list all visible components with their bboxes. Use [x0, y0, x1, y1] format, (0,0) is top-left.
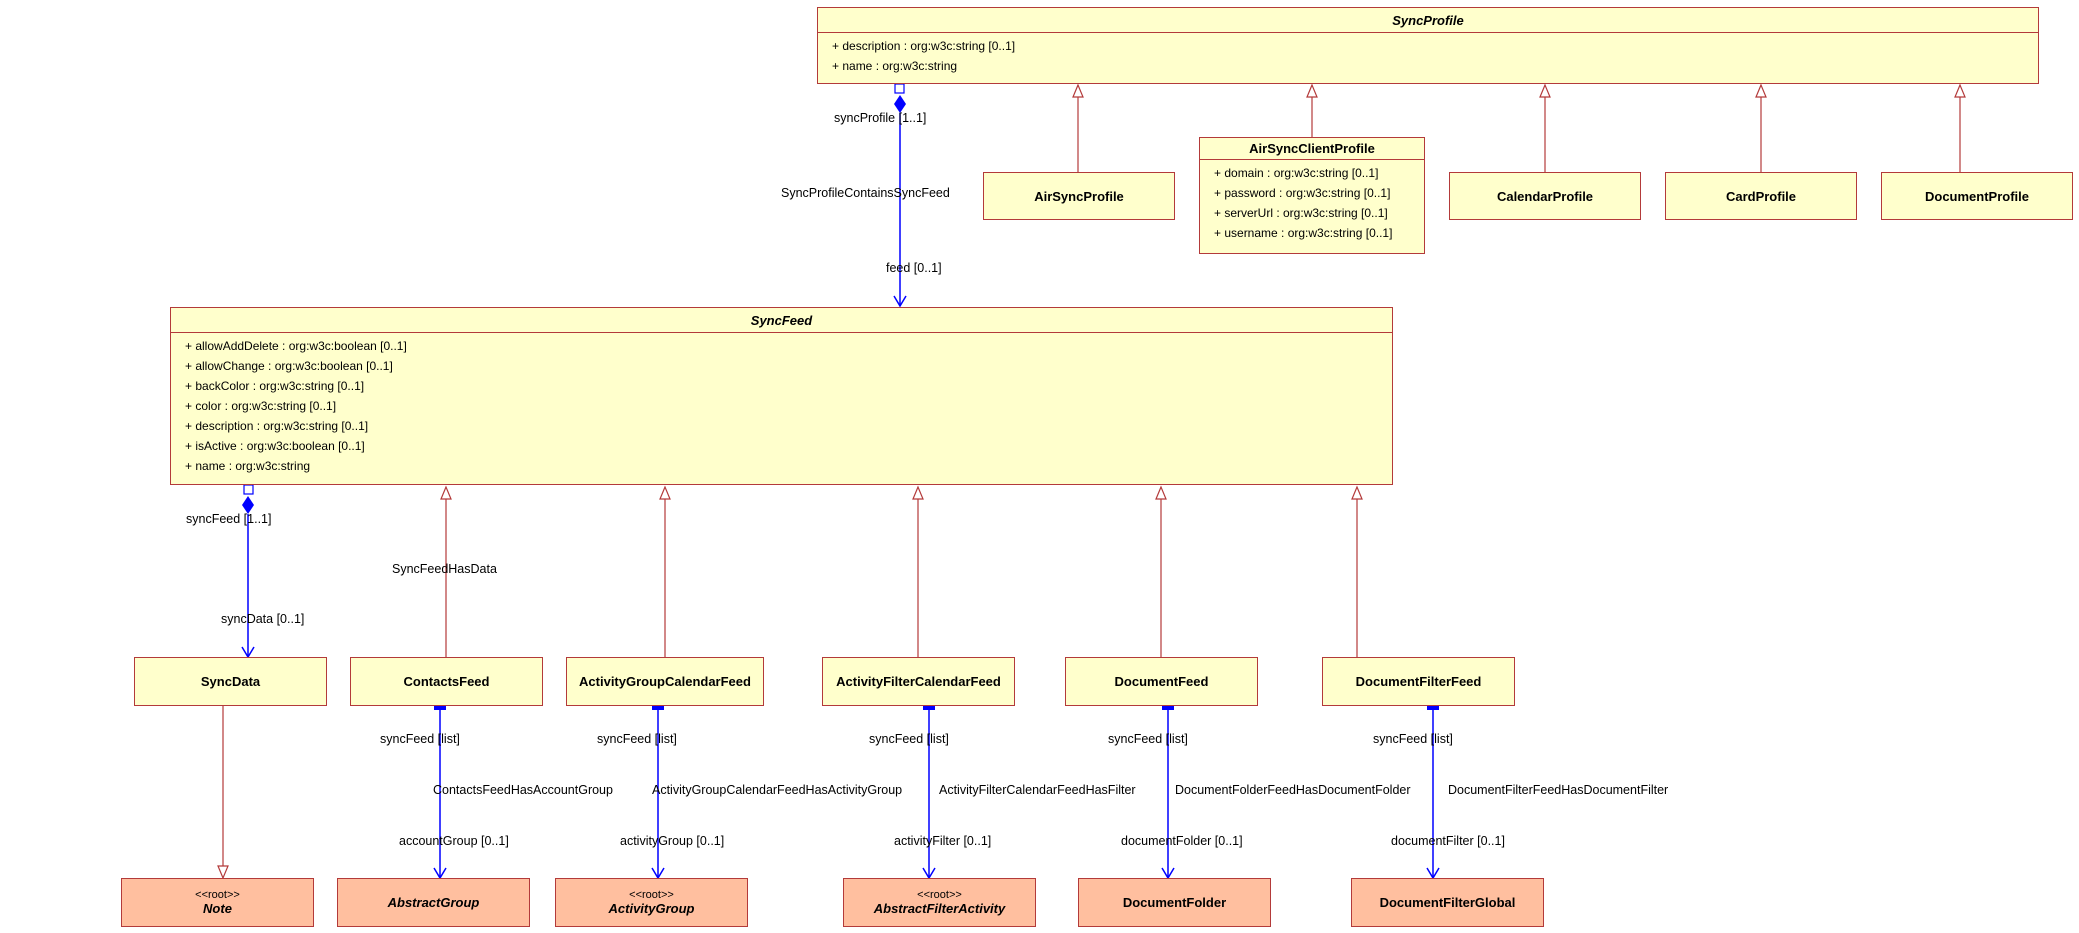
class-name: DocumentFolder — [1122, 895, 1227, 910]
stereotype: <<root>> — [629, 889, 674, 901]
association-name-documentfolderfeedhasdocumentfolder: DocumentFolderFeedHasDocumentFolder — [1175, 783, 1411, 797]
class-name: DocumentFilterFeed — [1355, 674, 1482, 689]
class-name: SyncFeed — [750, 313, 813, 328]
class-name: ActivityGroup — [608, 901, 695, 916]
role-label-documentfolder: documentFolder [0..1] — [1121, 834, 1243, 848]
class-name: SyncProfile — [1392, 13, 1464, 28]
role-label-syncfeed: syncFeed [1..1] — [186, 512, 272, 526]
attribute: + backColor : org:w3c:string [0..1] — [185, 379, 365, 393]
attribute: + color : org:w3c:string [0..1] — [185, 399, 337, 413]
association-name-syncprofilecontainssyncfeed: SyncProfileContainsSyncFeed — [781, 186, 950, 200]
class-note[interactable]: <<root>> Note — [121, 878, 314, 927]
class-documentfilterglobal[interactable]: DocumentFilterGlobal — [1351, 878, 1544, 927]
generalization-activityfiltercalendarfeed — [912, 485, 924, 657]
attribute: + allowChange : org:w3c:boolean [0..1] — [185, 359, 393, 373]
class-calendarprofile[interactable]: CalendarProfile — [1449, 172, 1641, 220]
attribute: + name : org:w3c:string — [832, 59, 958, 73]
generalization-airsyncprofile — [1072, 83, 1084, 172]
class-name: CardProfile — [1725, 188, 1797, 204]
attribute: + description : org:w3c:string [0..1] — [832, 39, 1016, 53]
class-activitygroup[interactable]: <<root>> ActivityGroup — [555, 878, 748, 927]
attribute: + password : org:w3c:string [0..1] — [1214, 186, 1391, 200]
class-activitygroupcalendarfeed[interactable]: ActivityGroupCalendarFeed — [566, 657, 764, 706]
class-name: AbstractFilterActivity — [873, 901, 1006, 916]
class-name: CalendarProfile — [1496, 188, 1594, 204]
association-name-documentfilterfeedhasdocumentfilter: DocumentFilterFeedHasDocumentFilter — [1448, 783, 1669, 797]
role-label-documentfilter: documentFilter [0..1] — [1391, 834, 1505, 848]
stereotype: <<root>> — [195, 889, 240, 901]
class-name: Note — [203, 901, 232, 916]
class-documentfeed[interactable]: DocumentFeed — [1065, 657, 1258, 706]
class-name: DocumentFilterGlobal — [1379, 895, 1516, 910]
class-abstractfilteractivity[interactable]: <<root>> AbstractFilterActivity — [843, 878, 1036, 927]
class-syncprofile[interactable]: SyncProfile + description : org:w3c:stri… — [817, 7, 2039, 84]
class-name: SyncData — [200, 674, 261, 689]
class-airsyncclientprofile[interactable]: AirSyncClientProfile + domain : org:w3c:… — [1199, 137, 1425, 254]
association-name-afcfhasfilter: ActivityFilterCalendarFeedHasFilter — [939, 783, 1136, 797]
role-label-afcf-syncfeed: syncFeed [list] — [869, 732, 949, 746]
class-airsyncprofile[interactable]: AirSyncProfile — [983, 172, 1175, 220]
attribute: + description : org:w3c:string [0..1] — [185, 419, 369, 433]
association-name-syncfeedhasdata: SyncFeedHasData — [392, 562, 497, 576]
association-syncfeed-syncdata — [241, 484, 255, 659]
class-name: ActivityGroupCalendarFeed — [579, 674, 751, 689]
attribute: + username : org:w3c:string [0..1] — [1214, 226, 1393, 240]
class-cardprofile[interactable]: CardProfile — [1665, 172, 1857, 220]
class-name: AirSyncProfile — [1034, 188, 1124, 204]
generalization-activitygroupcalendarfeed — [659, 485, 671, 657]
attribute: + allowAddDelete : org:w3c:boolean [0..1… — [185, 339, 407, 353]
class-name: AirSyncClientProfile — [1249, 141, 1375, 156]
role-label-activityfilter: activityFilter [0..1] — [894, 834, 992, 848]
association-name-contactsfeedhasaccountgroup: ContactsFeedHasAccountGroup — [433, 783, 613, 797]
stereotype: <<root>> — [917, 889, 962, 901]
generalization-documentfilterfeed — [1351, 485, 1363, 657]
role-label-contacts-syncfeed: syncFeed [list] — [380, 732, 460, 746]
association-afcf-abstractfilteractivity — [922, 705, 936, 880]
role-label-agcf-syncfeed: syncFeed [list] — [597, 732, 677, 746]
attribute: + serverUrl : org:w3c:string [0..1] — [1214, 206, 1388, 220]
class-activityfiltercalendarfeed[interactable]: ActivityFilterCalendarFeed — [822, 657, 1015, 706]
generalization-calendarprofile — [1539, 83, 1551, 172]
generalization-cardprofile — [1755, 83, 1767, 172]
class-documentfolder[interactable]: DocumentFolder — [1078, 878, 1271, 927]
attribute: + domain : org:w3c:string [0..1] — [1214, 166, 1379, 180]
generalization-airsyncclientprofile — [1306, 83, 1318, 137]
association-documentfilterfeed-documentfilterglobal — [1426, 705, 1440, 880]
class-syncdata[interactable]: SyncData — [134, 657, 327, 706]
association-documentfeed-documentfolder — [1161, 705, 1175, 880]
generalization-syncdata-note — [217, 706, 229, 880]
role-label-df-syncfeed: syncFeed [list] — [1108, 732, 1188, 746]
class-name: DocumentFeed — [1114, 674, 1209, 689]
role-label-syncprofile: syncProfile [1..1] — [834, 111, 927, 125]
class-documentfilterfeed[interactable]: DocumentFilterFeed — [1322, 657, 1515, 706]
role-label-feed: feed [0..1] — [886, 261, 942, 275]
class-name: ActivityFilterCalendarFeed — [836, 674, 1001, 689]
generalization-documentfeed — [1155, 485, 1167, 657]
role-label-syncdata: syncData [0..1] — [221, 612, 305, 626]
attribute: + isActive : org:w3c:boolean [0..1] — [185, 439, 365, 453]
association-name-agcfhasactivitygroup: ActivityGroupCalendarFeedHasActivityGrou… — [652, 783, 903, 797]
association-syncprofile-syncfeed — [893, 83, 907, 308]
role-label-accountgroup: accountGroup [0..1] — [399, 834, 509, 848]
generalization-documentprofile — [1954, 83, 1966, 172]
class-syncfeed[interactable]: SyncFeed + allowAddDelete : org:w3c:bool… — [170, 307, 1393, 485]
class-documentprofile[interactable]: DocumentProfile — [1881, 172, 2073, 220]
generalization-contactsfeed — [440, 485, 452, 657]
class-abstractgroup[interactable]: AbstractGroup — [337, 878, 530, 927]
class-contactsfeed[interactable]: ContactsFeed — [350, 657, 543, 706]
attribute: + name : org:w3c:string — [185, 459, 311, 473]
class-name: AbstractGroup — [387, 895, 480, 910]
class-name: ContactsFeed — [403, 674, 490, 689]
role-label-dff-syncfeed: syncFeed [list] — [1373, 732, 1453, 746]
class-name: DocumentProfile — [1924, 188, 2029, 204]
role-label-activitygroup: activityGroup [0..1] — [620, 834, 725, 848]
